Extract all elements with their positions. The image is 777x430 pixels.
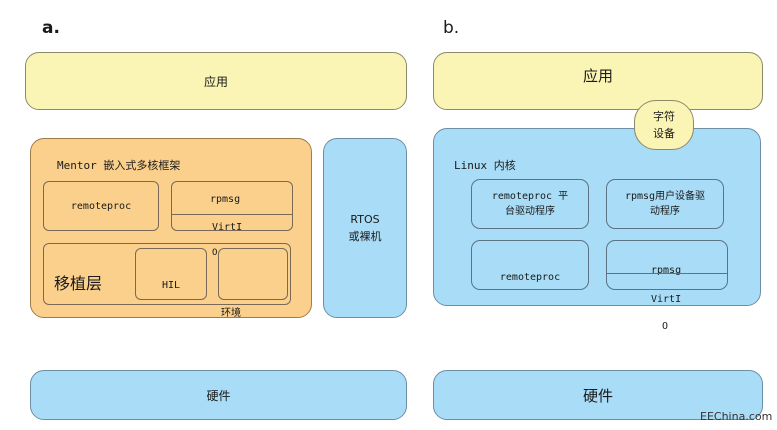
panel-b-rpmsg-box: rpmsg: [606, 240, 728, 290]
panel-a-app-box: 应用: [25, 52, 407, 110]
panel-b-o-mark: O: [662, 321, 669, 332]
remoteproc-platform-label: remoteproc 平 台驱动程序: [491, 191, 569, 217]
linux-kernel-label: Linux 内核: [454, 159, 516, 172]
panel-b-letter: b.: [443, 18, 460, 38]
panel-a-app-label: 应用: [203, 74, 228, 89]
watermark: EEChina.com: [700, 410, 773, 423]
mentor-framework-title: Mentor 嵌入式多核框架: [57, 159, 181, 172]
panel-b-app-box: 应用: [433, 52, 763, 110]
panel-a-remoteproc-box: remoteproc: [43, 181, 159, 231]
rpmsg-user-driver-box: rpmsg用户设备驱 动程序: [606, 179, 724, 229]
env-label: 环境: [221, 308, 241, 319]
panel-a-virtio-label: VirtI: [212, 222, 243, 233]
panel-b-hardware-label: 硬件: [582, 386, 613, 405]
panel-b-remoteproc-label: remoteproc: [499, 271, 561, 283]
rtos-label: RTOS 或裸机: [348, 213, 382, 243]
panel-a-hardware-box: 硬件: [30, 370, 407, 420]
panel-b-rpmsg-divider: [607, 273, 727, 274]
panel-b-remoteproc-box: remoteproc: [471, 240, 589, 290]
panel-b-app-label: 应用: [582, 66, 613, 85]
panel-a-hardware-label: 硬件: [206, 388, 231, 403]
panel-a-o-mark: O: [212, 248, 218, 258]
mentor-framework-box: Mentor 嵌入式多核框架 remoteproc rpmsg VirtI 移植…: [30, 138, 312, 319]
panel-a-rpmsg-label: rpmsg: [210, 194, 241, 205]
porting-layer-label: 移植层: [54, 274, 103, 293]
env-box: [218, 248, 288, 300]
char-device-label: 字符 设备: [653, 110, 675, 140]
char-device-box: 字符 设备: [634, 100, 694, 150]
panel-a-letter: a.: [42, 18, 60, 38]
panel-a-rpmsg-box: rpmsg: [171, 181, 293, 231]
rtos-box: RTOS 或裸机: [323, 138, 407, 318]
porting-layer-box: 移植层 HIL O: [43, 243, 291, 305]
panel-a-remoteproc-label: remoteproc: [70, 200, 132, 212]
panel-b-rpmsg-label: rpmsg: [651, 265, 682, 276]
hil-label: HIL: [161, 279, 181, 291]
rpmsg-user-driver-label: rpmsg用户设备驱 动程序: [624, 191, 706, 217]
panel-a-rpmsg-divider: [172, 214, 292, 215]
linux-kernel-box: Linux 内核 remoteproc 平 台驱动程序 rpmsg用户设备驱 动…: [433, 128, 761, 306]
remoteproc-platform-box: remoteproc 平 台驱动程序: [471, 179, 589, 229]
hil-box: HIL: [135, 248, 207, 300]
panel-b-hardware-box: 硬件: [433, 370, 763, 420]
panel-b-virtio-label: VirtI: [651, 294, 682, 305]
